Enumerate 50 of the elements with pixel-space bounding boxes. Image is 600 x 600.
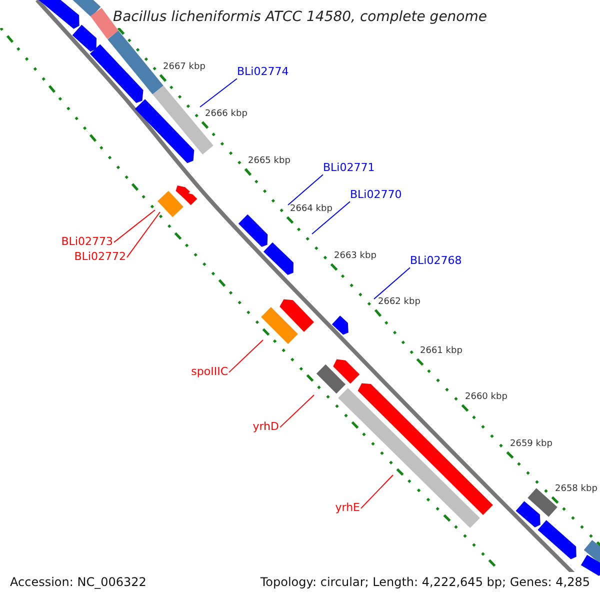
footer-text: Accession: NC_006322	[10, 576, 146, 590]
gene-segment	[332, 316, 348, 335]
scale-label: 2661 kbp	[420, 346, 462, 356]
gene-segment	[90, 44, 144, 104]
gene-bar	[528, 488, 558, 517]
gene-label: yrhE	[335, 502, 360, 515]
leader-line	[360, 474, 394, 509]
scale-label: 2660 kbp	[465, 392, 508, 402]
leader-line	[200, 78, 238, 108]
scale-label: 2666 kbp	[205, 109, 248, 120]
leader-line	[312, 201, 350, 234]
gene-bar	[316, 364, 346, 394]
gene-segment	[183, 192, 198, 206]
gene-label: BLi02768	[410, 255, 462, 268]
gene-label: yrhD	[252, 421, 279, 434]
scale-label: 2665 kbp	[248, 156, 290, 166]
gene-segment	[580, 554, 600, 576]
gene-segment	[72, 24, 96, 52]
gene-segment	[134, 99, 194, 164]
gene-label: BLi02773	[61, 236, 113, 249]
gene-segment	[358, 383, 493, 515]
leader-line	[288, 174, 324, 206]
map-title: Bacillus licheniformis ATCC 14580, complete genome	[112, 9, 488, 26]
scale-label: 2659 kbp	[510, 439, 552, 450]
gene-bar	[158, 190, 184, 218]
scale-label: 2663 kbp	[334, 251, 376, 262]
gene-label: BLi02772	[74, 251, 126, 264]
gene-bar	[261, 307, 298, 344]
gene-segment	[333, 359, 360, 384]
gene-segment	[238, 214, 268, 247]
gene-segment	[538, 520, 576, 560]
scale-label: 2667 kbp	[163, 62, 206, 72]
leader-line	[228, 340, 264, 373]
gene-label: BLi02770	[350, 189, 402, 202]
leader-line	[114, 210, 156, 243]
footer-text: Topology: circular; Length: 4,222,645 bp; Genes: 4,285	[260, 576, 590, 590]
gene-segment	[280, 299, 314, 332]
gene-label: BLi02771	[323, 162, 375, 175]
leader-line	[280, 394, 314, 428]
scale-label: 2658 kbp	[555, 484, 598, 494]
gene-segment	[516, 501, 540, 528]
gene-label: spoIIIC	[191, 366, 228, 379]
gene-segment	[264, 242, 294, 275]
scale-label: 2662 kbp	[378, 297, 420, 308]
gene-label: BLi02774	[237, 66, 289, 79]
scale-label: 2664 kbp	[290, 204, 332, 214]
leader-line	[126, 212, 160, 258]
leader-line	[374, 267, 410, 300]
gene-bar	[108, 30, 164, 94]
gene-bar	[584, 540, 600, 565]
